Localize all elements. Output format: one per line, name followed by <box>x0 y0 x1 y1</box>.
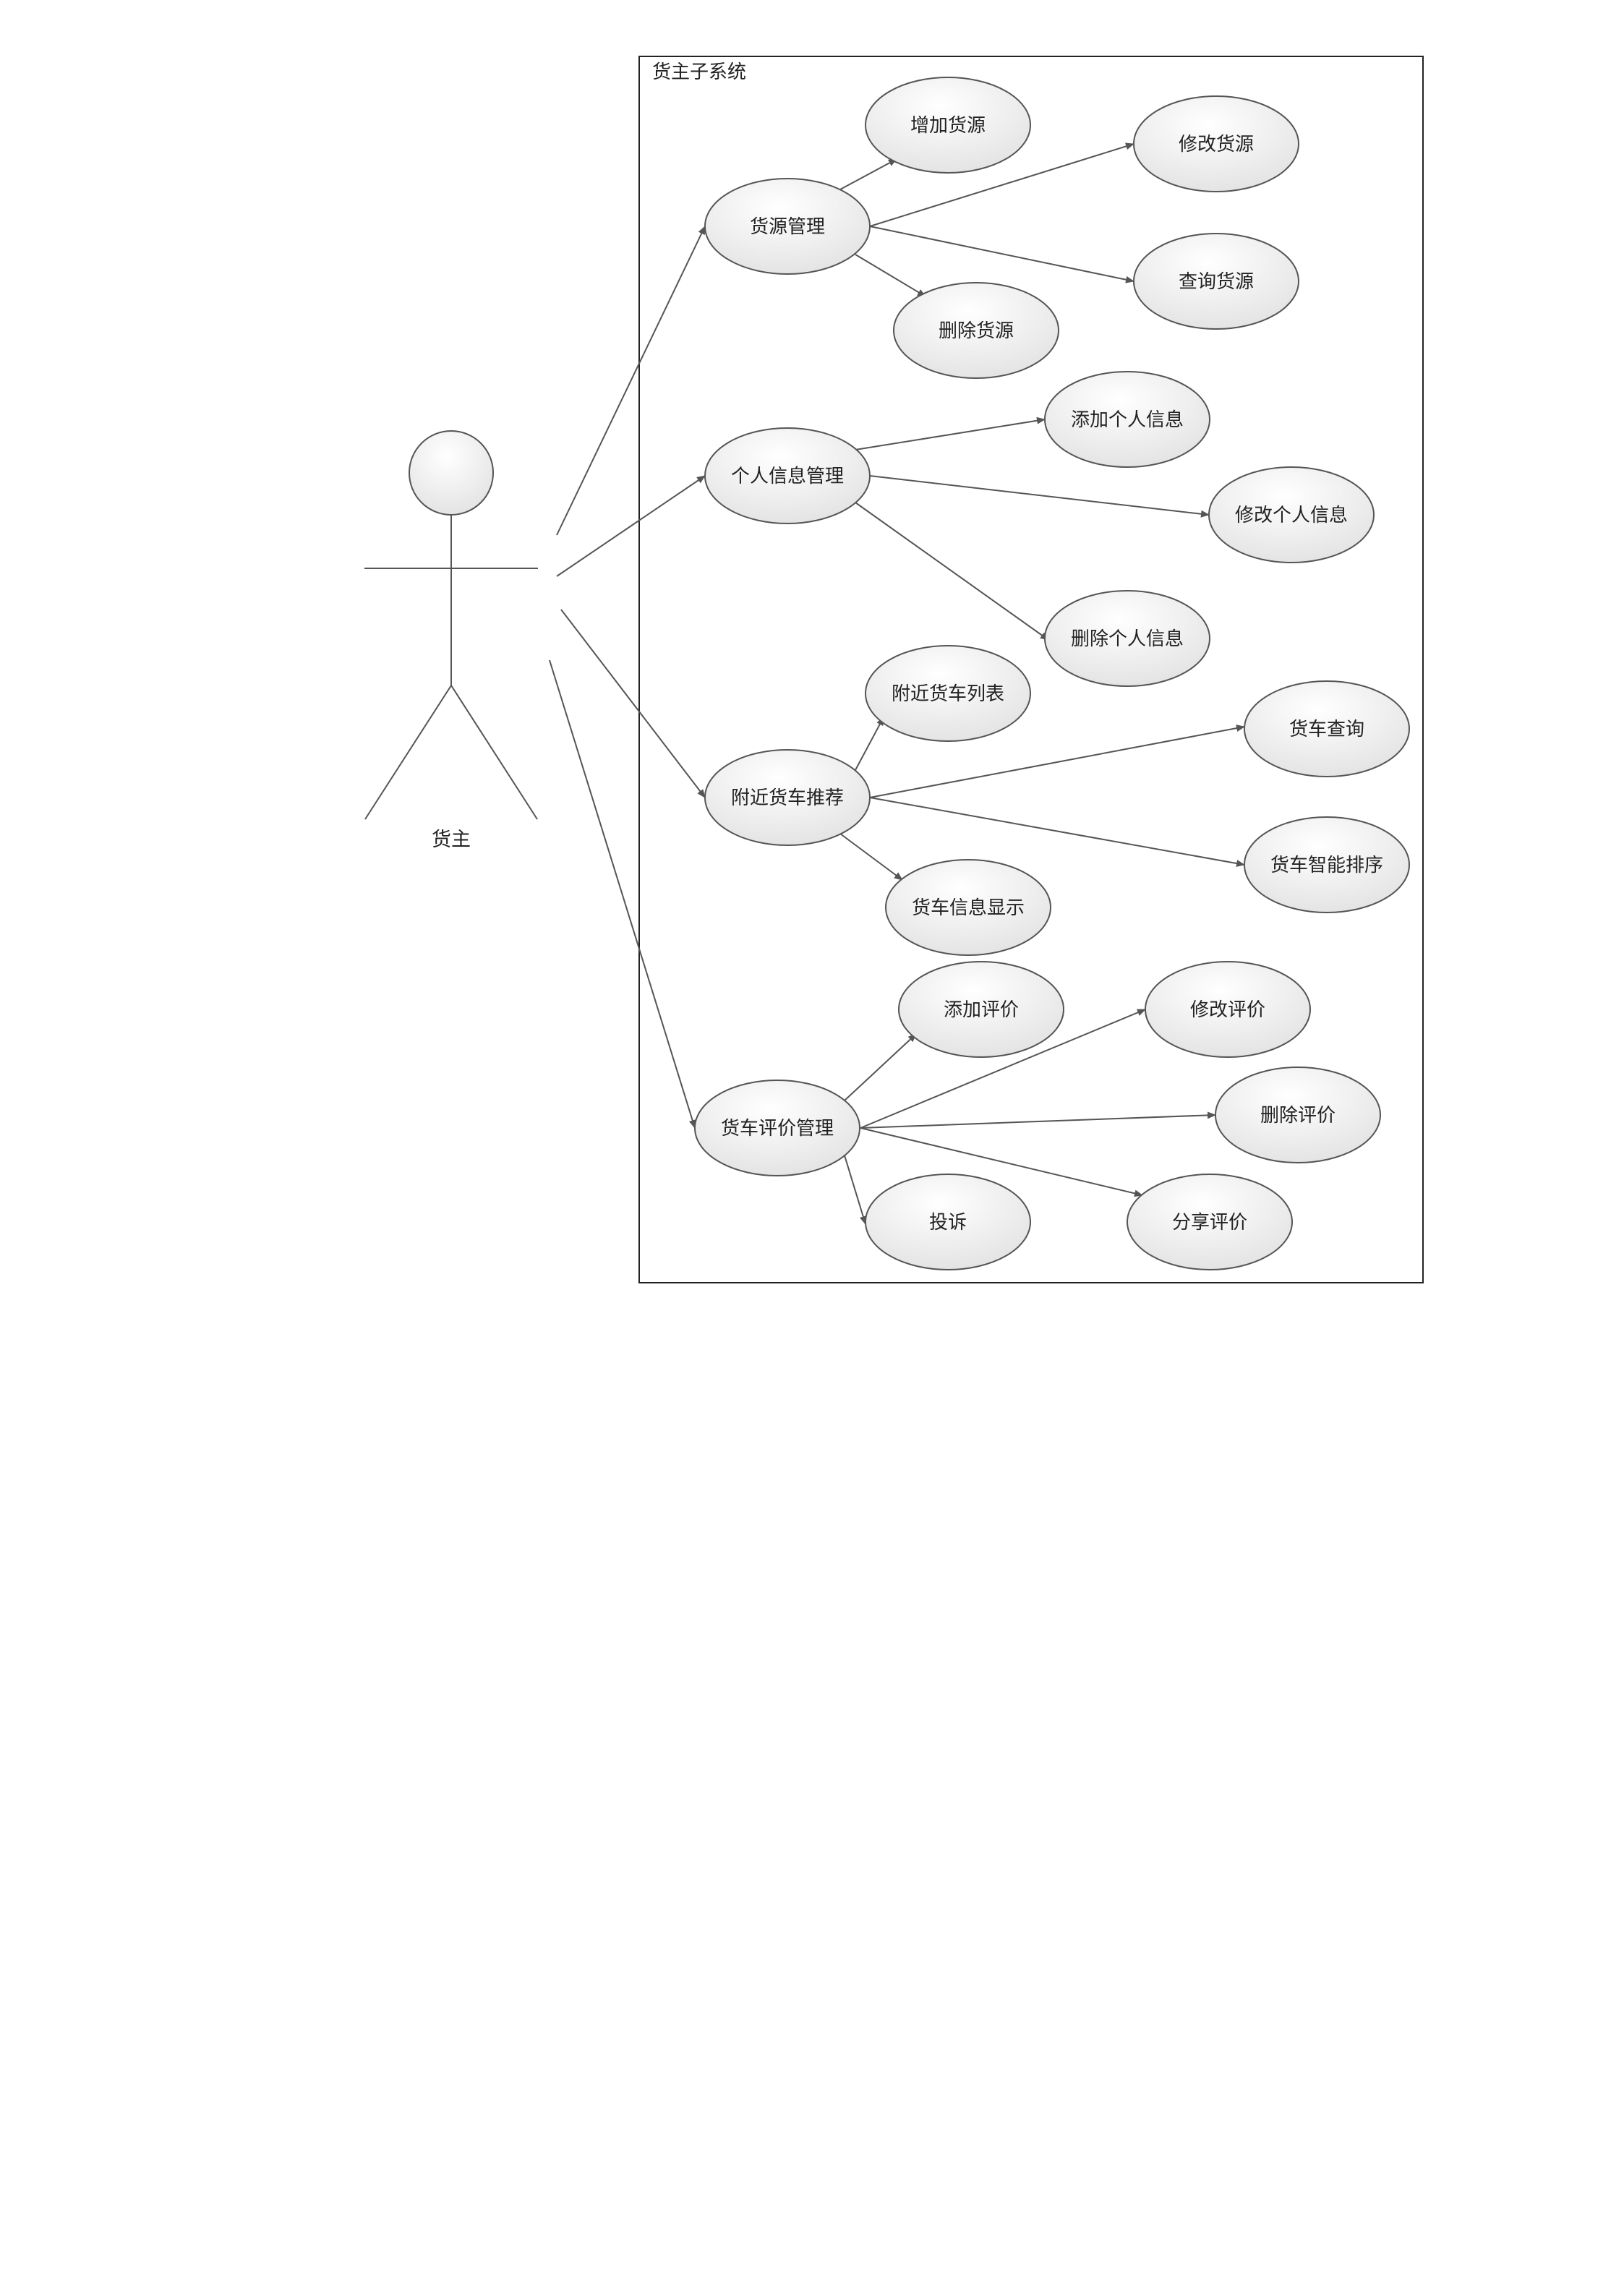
use-case-label: 分享评价 <box>1172 1212 1247 1234</box>
link-nearby-sort <box>869 797 1245 867</box>
actor-head <box>409 430 494 516</box>
link-review-add <box>844 1033 917 1101</box>
actor-leg-right <box>450 685 538 820</box>
use-case-label: 添加评价 <box>944 999 1019 1021</box>
use-case-review-mgmt[interactable]: 货车评价管理 <box>694 1080 860 1176</box>
use-case-truck-sort[interactable]: 货车智能排序 <box>1244 816 1410 913</box>
use-case-label: 修改货源 <box>1179 134 1254 155</box>
use-case-delete-profile[interactable]: 删除个人信息 <box>1044 590 1210 687</box>
use-case-truck-info[interactable]: 货车信息显示 <box>885 859 1051 956</box>
use-case-label: 货车智能排序 <box>1270 855 1383 876</box>
link-nearby-query <box>869 725 1245 798</box>
actor-name: 货主 <box>432 829 471 851</box>
use-case-add-review[interactable]: 添加评价 <box>898 961 1064 1058</box>
link-review-share <box>860 1127 1143 1197</box>
use-case-complaint[interactable]: 投诉 <box>865 1174 1031 1270</box>
assoc-actor-profile-mgmt <box>556 475 706 577</box>
use-case-label: 投诉 <box>929 1212 967 1234</box>
use-case-label: 删除个人信息 <box>1071 628 1184 650</box>
use-case-delete-cargo[interactable]: 删除货源 <box>893 282 1059 379</box>
link-profile-add <box>855 416 1046 450</box>
use-case-add-profile[interactable]: 添加个人信息 <box>1044 371 1210 468</box>
link-cargo-edit <box>869 142 1134 227</box>
link-review-complaint <box>844 1155 867 1225</box>
assoc-actor-nearby-recommend <box>560 609 706 798</box>
use-case-edit-cargo[interactable]: 修改货源 <box>1133 95 1299 192</box>
use-case-label: 修改个人信息 <box>1235 505 1348 526</box>
use-case-profile-mgmt[interactable]: 个人信息管理 <box>704 427 871 524</box>
relations <box>549 142 1245 1225</box>
use-case-label: 货源管理 <box>750 216 825 238</box>
use-case-edit-review[interactable]: 修改评价 <box>1145 961 1311 1058</box>
actor-figure <box>364 430 538 820</box>
use-case-nearby-recommend[interactable]: 附近货车推荐 <box>704 749 871 846</box>
link-profile-delete <box>855 502 1049 641</box>
system-boundary <box>638 56 1424 1283</box>
link-cargo-delete <box>855 254 926 297</box>
use-case-label: 附近货车推荐 <box>731 787 844 809</box>
use-cases: 货源管理 增加货源 修改货源 查询货源 删除货源 个人信息管理 添加个人信息 <box>694 77 1410 1270</box>
use-case-add-cargo[interactable]: 增加货源 <box>865 77 1031 174</box>
system-title: 货主子系统 <box>652 61 746 83</box>
link-nearby-info <box>839 833 903 881</box>
use-case-truck-query[interactable]: 货车查询 <box>1244 680 1410 777</box>
use-case-share-review[interactable]: 分享评价 <box>1127 1174 1293 1270</box>
use-case-label: 修改评价 <box>1190 999 1265 1021</box>
use-case-label: 货车信息显示 <box>912 897 1025 919</box>
use-case-label: 附近货车列表 <box>892 683 1004 705</box>
link-review-delete <box>860 1111 1216 1129</box>
use-case-query-cargo[interactable]: 查询货源 <box>1133 233 1299 330</box>
link-review-edit <box>860 1009 1146 1129</box>
use-case-label: 货车评价管理 <box>721 1118 834 1140</box>
actor-leg-left <box>364 685 452 820</box>
use-case-label: 货车查询 <box>1289 719 1364 740</box>
use-case-label: 添加个人信息 <box>1071 409 1184 431</box>
link-profile-edit <box>869 475 1210 518</box>
assoc-actor-review-mgmt <box>549 659 696 1129</box>
link-nearby-list <box>855 717 884 771</box>
use-case-cargo-mgmt[interactable]: 货源管理 <box>704 178 871 275</box>
use-case-label: 增加货源 <box>910 115 986 137</box>
use-case-delete-review[interactable]: 删除评价 <box>1215 1067 1381 1163</box>
use-case-label: 删除货源 <box>939 320 1014 342</box>
use-case-edit-profile[interactable]: 修改个人信息 <box>1208 466 1375 563</box>
use-case-label: 查询货源 <box>1179 271 1254 293</box>
link-cargo-query <box>869 226 1134 283</box>
link-cargo-add <box>839 158 897 190</box>
use-case-nearby-list[interactable]: 附近货车列表 <box>865 645 1031 742</box>
assoc-actor-cargo-mgmt <box>556 226 706 536</box>
use-case-label: 删除评价 <box>1260 1105 1335 1127</box>
use-case-label: 个人信息管理 <box>731 466 844 487</box>
